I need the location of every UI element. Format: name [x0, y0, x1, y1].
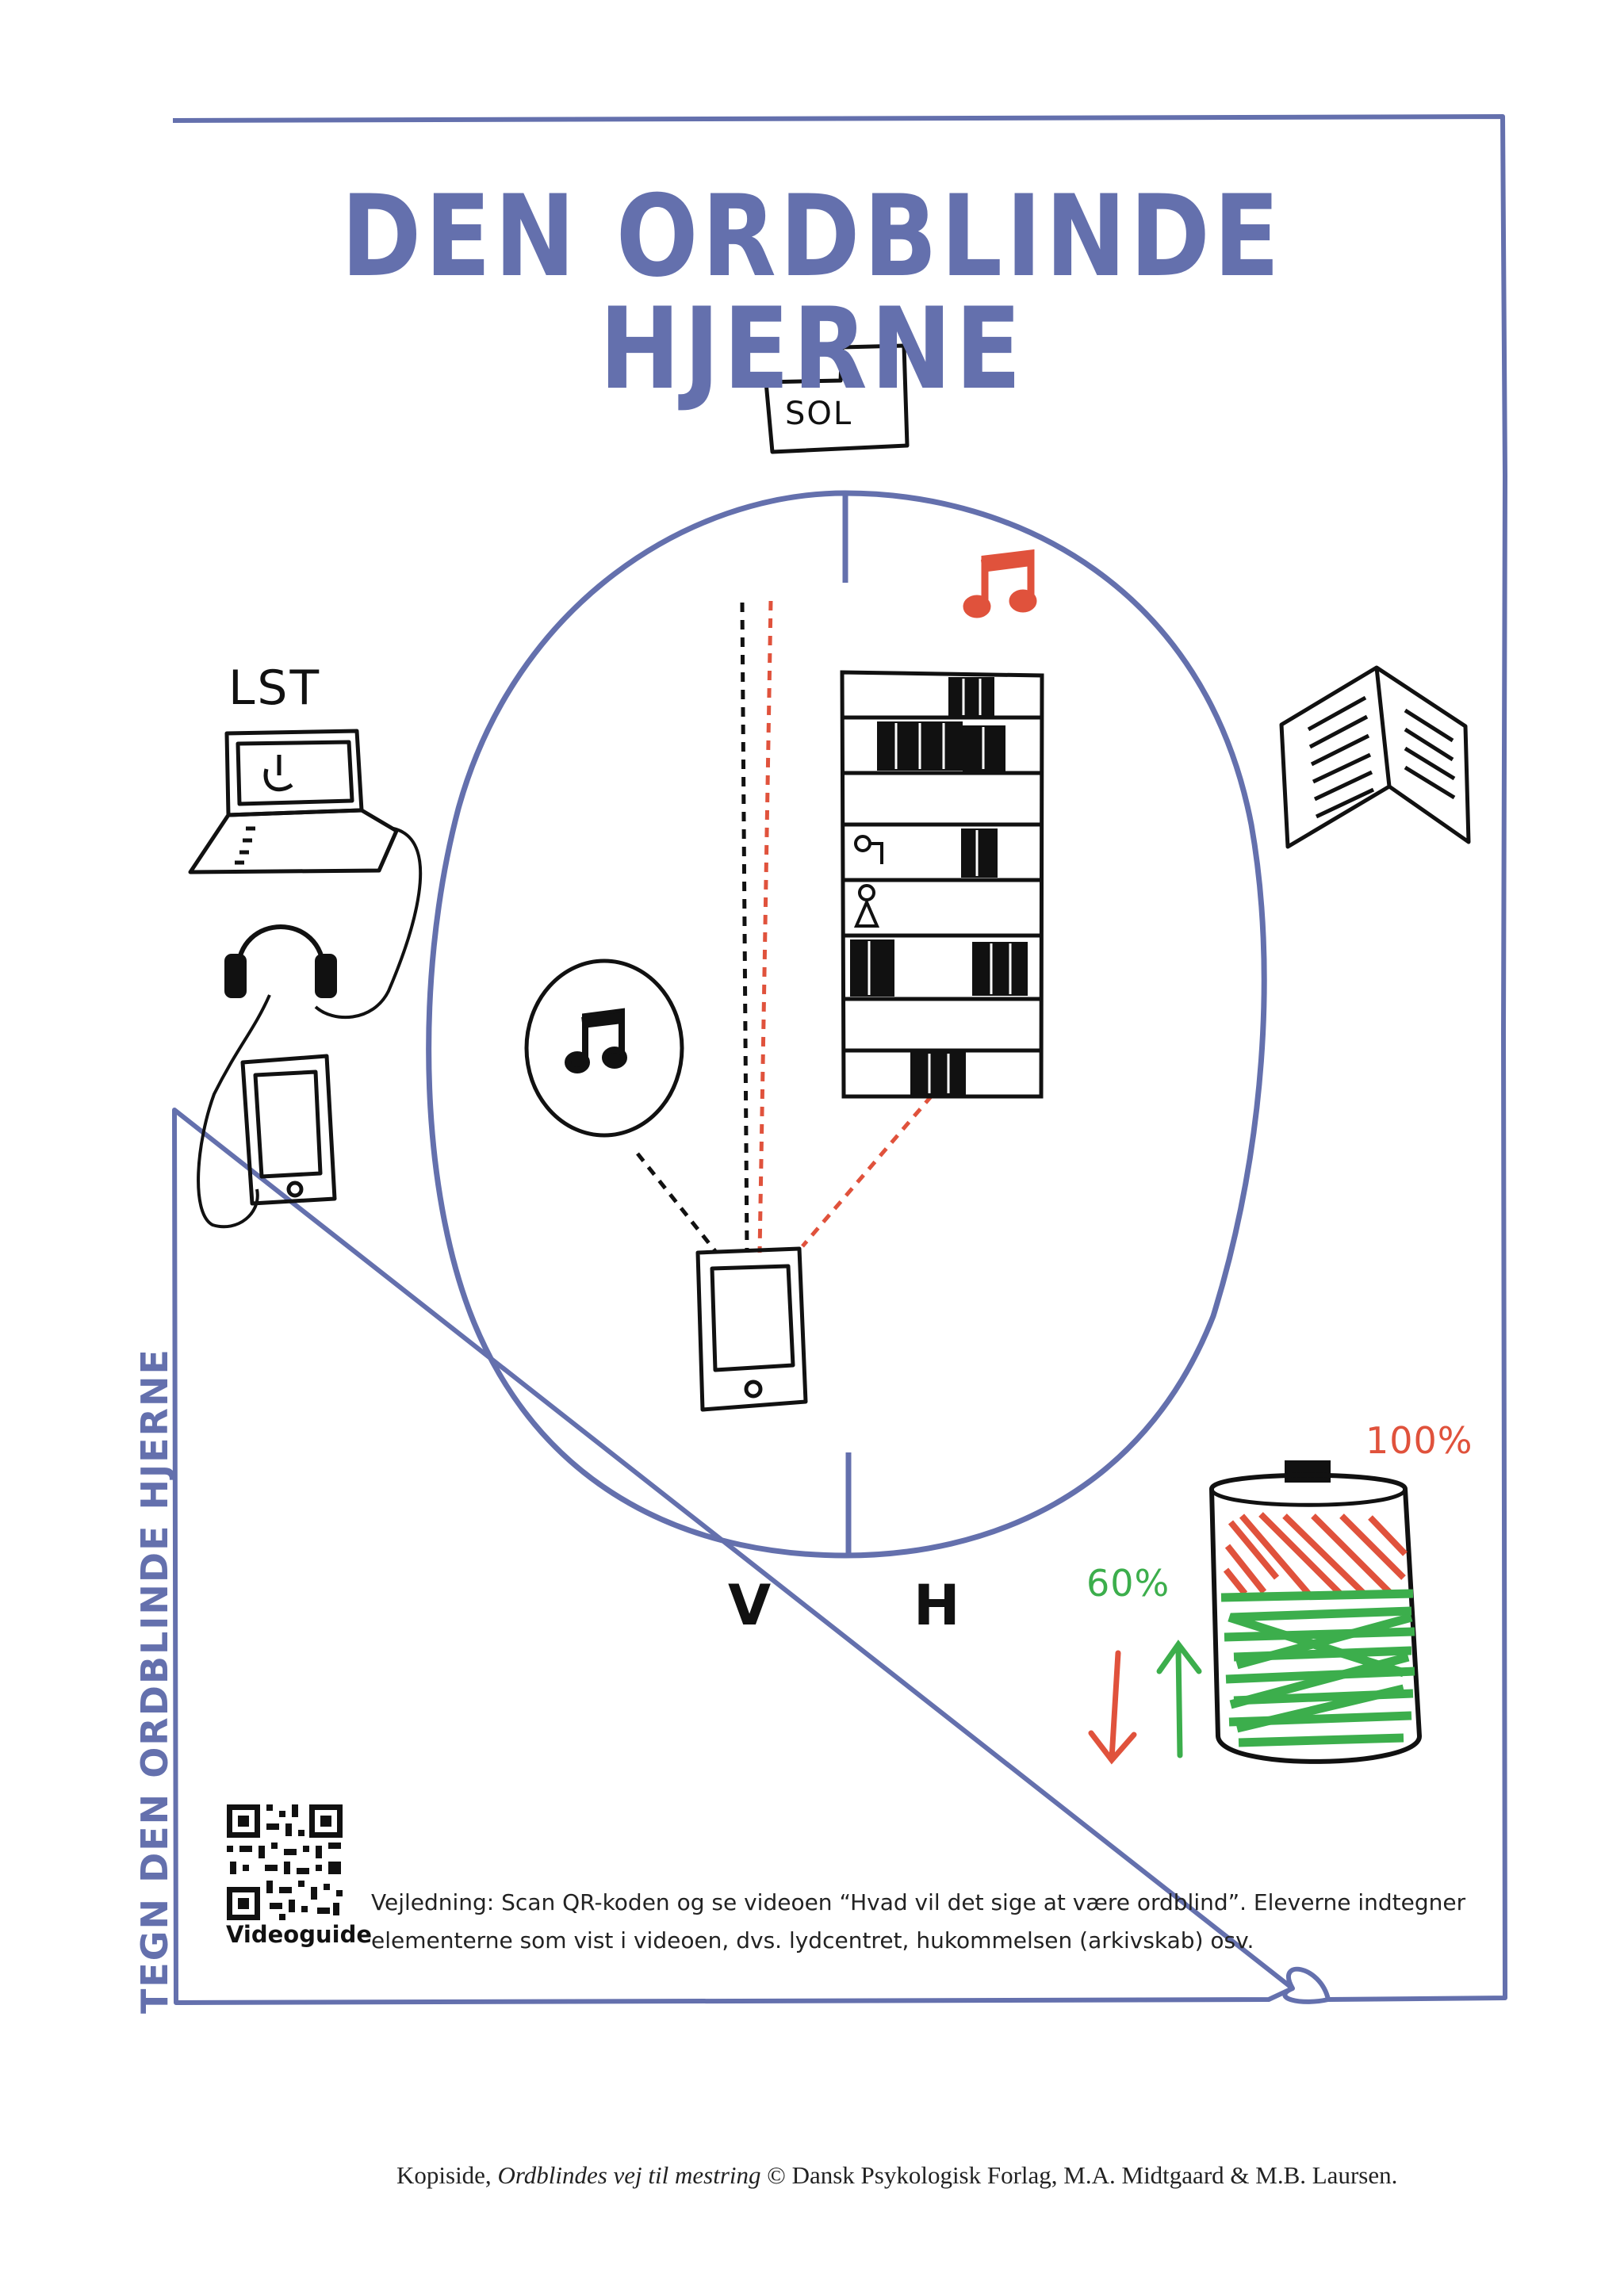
sound-center-icon [524, 959, 684, 1138]
dotted-line-black-diagonal [636, 1152, 717, 1253]
tablet-icon [240, 1054, 337, 1206]
footer-suffix: © Dansk Psykologisk Forlag, M.A. Midtgaa… [760, 2161, 1398, 2189]
dotted-line-red-diagonal [801, 1094, 933, 1248]
brain-outline [426, 490, 1267, 1559]
sol-label: SOL [785, 396, 853, 432]
lst-label: LST [228, 660, 322, 716]
qr-label: Videoguide [226, 1921, 372, 1948]
audio-cable [197, 827, 423, 1229]
qr-code-icon [227, 1804, 343, 1920]
arrow-down-icon [1088, 1650, 1137, 1765]
battery-level-label: 60% [1086, 1562, 1170, 1605]
dotted-line-black-vertical [740, 602, 749, 1253]
right-hemisphere-label: H [914, 1573, 960, 1638]
arrow-up-icon [1156, 1640, 1202, 1758]
page-title: DEN ORDBLINDE HJERNE [341, 171, 1283, 415]
file-card-icon [764, 343, 910, 454]
dotted-line-red-vertical [757, 600, 773, 1253]
phone-icon [695, 1246, 808, 1412]
instructions-text: Vejledning: Scan QR-koden og se videoen … [371, 1889, 1466, 1954]
page-frame [172, 114, 1507, 2005]
footer-book-title: Ordblindes vej til mestring [497, 2161, 761, 2189]
headphones-icon [224, 924, 337, 998]
battery-full-label: 100% [1365, 1419, 1473, 1462]
book-icon [1279, 665, 1471, 849]
music-note-icon [963, 549, 1037, 618]
battery-icon [1208, 1460, 1423, 1764]
footer-prefix: Kopiside, [396, 2161, 498, 2189]
side-title: TEGN DEN ORDBLINDE HJERNE [133, 1348, 176, 2014]
footer-citation: Kopiside, Ordblindes vej til mestring © … [396, 2163, 1397, 2187]
bookshelf-icon [840, 670, 1044, 1099]
laptop-icon [188, 729, 399, 874]
left-hemisphere-label: V [728, 1573, 772, 1638]
